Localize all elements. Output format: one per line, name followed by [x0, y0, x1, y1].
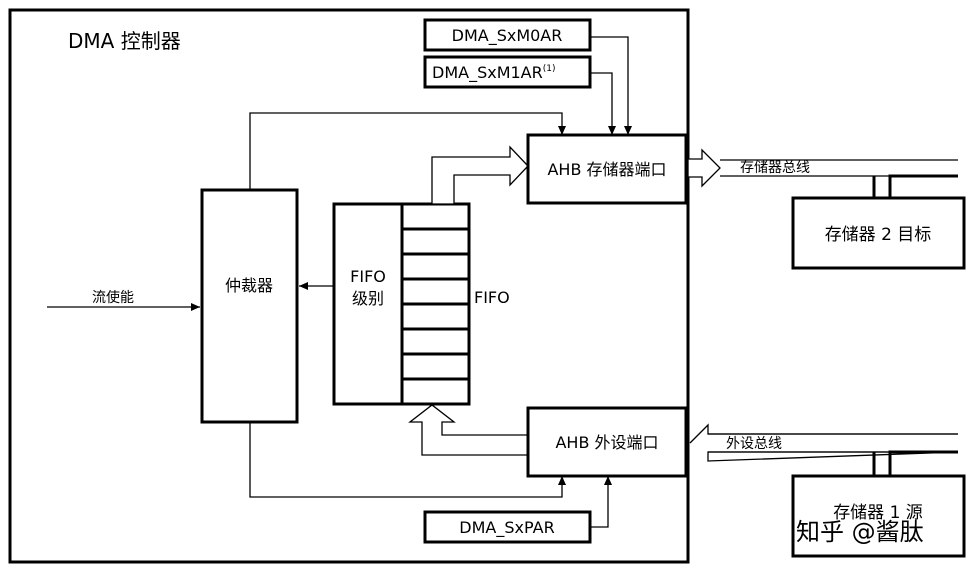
fifo-stack	[400, 202, 471, 406]
fifo-level-block	[332, 202, 404, 406]
register-par-label: DMA_SxPAR	[459, 518, 554, 538]
fifo-cell	[400, 277, 471, 306]
arbiter-label: 仲裁器	[225, 276, 273, 295]
fifo-level-label-line1: FIFO	[350, 267, 386, 286]
stream-enable-label: 流使能	[92, 289, 134, 306]
ahb-peripheral-port-label: AHB 外设端口	[555, 433, 658, 452]
memory-target-stub-right	[888, 174, 958, 198]
fifo-cell	[400, 302, 471, 331]
watermark: 知乎 @酱肽	[796, 518, 924, 546]
register-m1ar-note: (1)	[543, 64, 556, 74]
memory-source-stub-right	[888, 450, 958, 476]
ahb-memory-port-label: AHB 存储器端口	[547, 160, 666, 179]
memory-target-label: 存储器 2 目标	[825, 225, 932, 245]
memory-bus-label: 存储器总线	[740, 160, 810, 176]
arbiter-to-peripheral-port-line	[249, 422, 566, 498]
m0ar-connection	[590, 36, 632, 135]
memory-source-label: 存储器 1 源	[833, 503, 923, 523]
fifo-level-label-line2: 级别	[352, 289, 384, 308]
fifo-cell	[400, 327, 471, 356]
ahb-memory-port-block	[526, 133, 688, 205]
arbiter-to-memory-port-line	[249, 112, 566, 190]
register-m0ar-label: DMA_SxM0AR	[452, 26, 563, 46]
par-connection	[590, 476, 612, 528]
fifo-cell	[400, 252, 471, 281]
peripheral-bus-label: 外设总线	[726, 436, 782, 452]
controller-title: DMA 控制器	[68, 29, 181, 53]
arbiter-block	[200, 188, 299, 424]
peripheral-port-to-fifo-arrow	[408, 404, 529, 456]
memory-target-block	[791, 196, 966, 270]
m1ar-connection	[590, 72, 616, 135]
memory-bus-arrow	[687, 148, 721, 188]
fifo-cell	[400, 227, 471, 256]
fifo-label: FIFO	[474, 288, 510, 307]
fifo-cell	[400, 352, 471, 381]
fifo-to-memory-port-arrow	[431, 145, 529, 205]
ahb-peripheral-port-block	[526, 406, 688, 478]
register-m1ar-label: DMA_SxM1AR(1)	[432, 63, 556, 83]
memory-source-block	[791, 474, 966, 558]
register-m0ar-box	[423, 18, 592, 52]
fifo-cell	[400, 202, 471, 231]
register-m1ar-box	[423, 55, 592, 89]
fifo-cell	[400, 377, 471, 406]
